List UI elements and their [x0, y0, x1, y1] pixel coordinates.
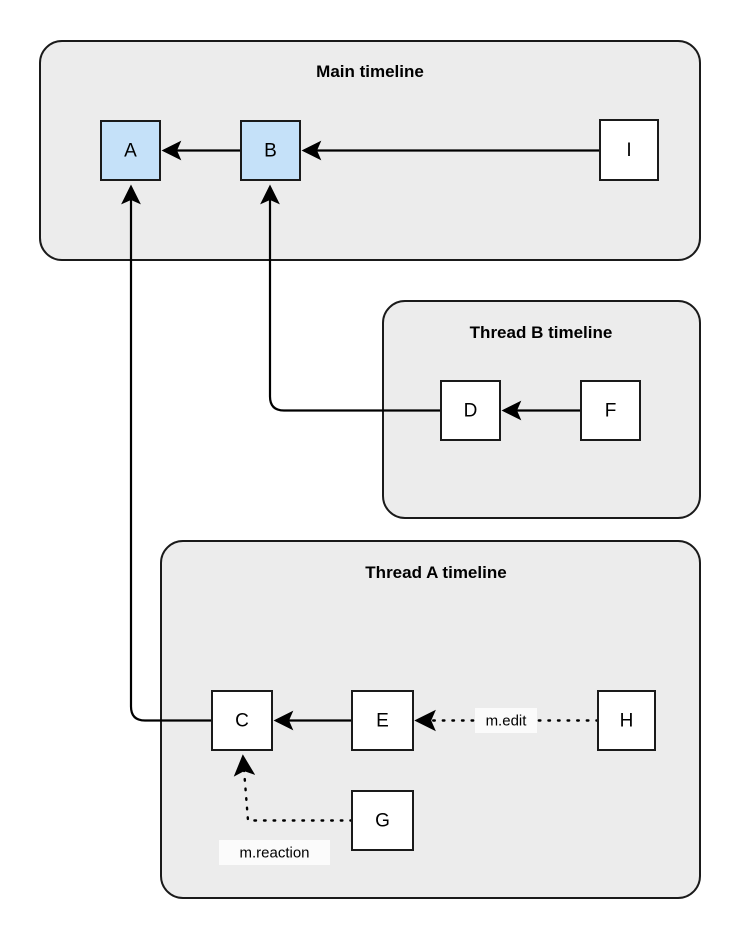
- node-c-box: [211, 690, 273, 751]
- node-i-label: I: [626, 140, 631, 161]
- edge-g-to-c-label-bg: [219, 840, 330, 865]
- node-e[interactable]: E: [351, 690, 414, 751]
- edge-c-to-a: [121, 184, 212, 722]
- edge-d-to-b-line: [260, 184, 441, 412]
- panel-thread-a-timeline-title: Thread A timeline: [365, 563, 506, 582]
- node-b-label: B: [264, 141, 277, 162]
- node-g-box: [351, 790, 414, 851]
- node-i[interactable]: I: [599, 119, 659, 181]
- node-a-label: A: [124, 141, 137, 162]
- edge-c-to-a-line: [121, 184, 212, 722]
- node-h-box: [597, 690, 656, 751]
- node-d-label: D: [464, 401, 478, 422]
- edge-g-to-c-line: [233, 754, 354, 822]
- node-f[interactable]: F: [580, 380, 641, 441]
- node-h[interactable]: H: [597, 690, 656, 751]
- edge-d-to-b: [260, 184, 441, 412]
- node-d-box: [440, 380, 501, 441]
- edge-label-m-edit: m.edit: [486, 712, 528, 729]
- node-e-box: [351, 690, 414, 751]
- node-e-label: E: [376, 711, 389, 732]
- node-b[interactable]: B: [240, 120, 301, 181]
- edge-g-to-c: m.reaction: [219, 754, 354, 865]
- edge-h-to-e-label-bg: [475, 708, 537, 733]
- node-h-label: H: [620, 711, 634, 732]
- node-b-box: [240, 120, 301, 181]
- node-g-label: G: [375, 811, 390, 832]
- panel-main-timeline-title: Main timeline: [316, 62, 424, 81]
- node-c-label: C: [235, 711, 249, 732]
- node-a-box: [100, 120, 161, 181]
- node-a[interactable]: A: [100, 120, 161, 181]
- node-g[interactable]: G: [351, 790, 414, 851]
- edge-h-to-e: m.edit: [414, 708, 600, 733]
- edge-label-m-reaction: m.reaction: [239, 844, 309, 861]
- node-i-box: [599, 119, 659, 181]
- node-f-label: F: [605, 401, 617, 422]
- node-c[interactable]: C: [211, 690, 273, 751]
- node-f-box: [580, 380, 641, 441]
- node-d[interactable]: D: [440, 380, 501, 441]
- panel-thread-b-timeline-title: Thread B timeline: [470, 323, 613, 342]
